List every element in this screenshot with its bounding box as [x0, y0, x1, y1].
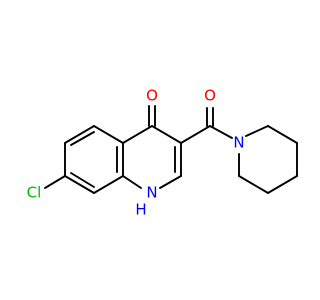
- bond: [180, 125, 211, 144]
- bond: [151, 125, 182, 144]
- bond: [159, 175, 182, 189]
- bond: [64, 175, 95, 194]
- bond: [93, 175, 124, 194]
- bond: [267, 125, 298, 144]
- structure-canvas: O O N Cl N H: [27, 87, 298, 219]
- bond: [122, 175, 142, 189]
- bond: [44, 175, 66, 189]
- atom-o-ketone: O: [146, 87, 158, 105]
- bond: [70, 131, 95, 146]
- bond: [267, 175, 298, 194]
- bond: [238, 175, 269, 194]
- bond: [70, 172, 95, 188]
- bond: [64, 125, 95, 144]
- bond: [245, 125, 269, 137]
- bond: [122, 125, 153, 144]
- atom-n-ring: N: [146, 184, 157, 202]
- atom-h-ring: H: [135, 201, 146, 219]
- atom-o-amide: O: [204, 87, 216, 105]
- atom-n-piperidine: N: [233, 134, 244, 152]
- molecule-drawing: O O N Cl N H: [27, 87, 298, 219]
- bond: [93, 125, 124, 144]
- atom-cl: Cl: [27, 184, 42, 202]
- bond: [209, 125, 233, 139]
